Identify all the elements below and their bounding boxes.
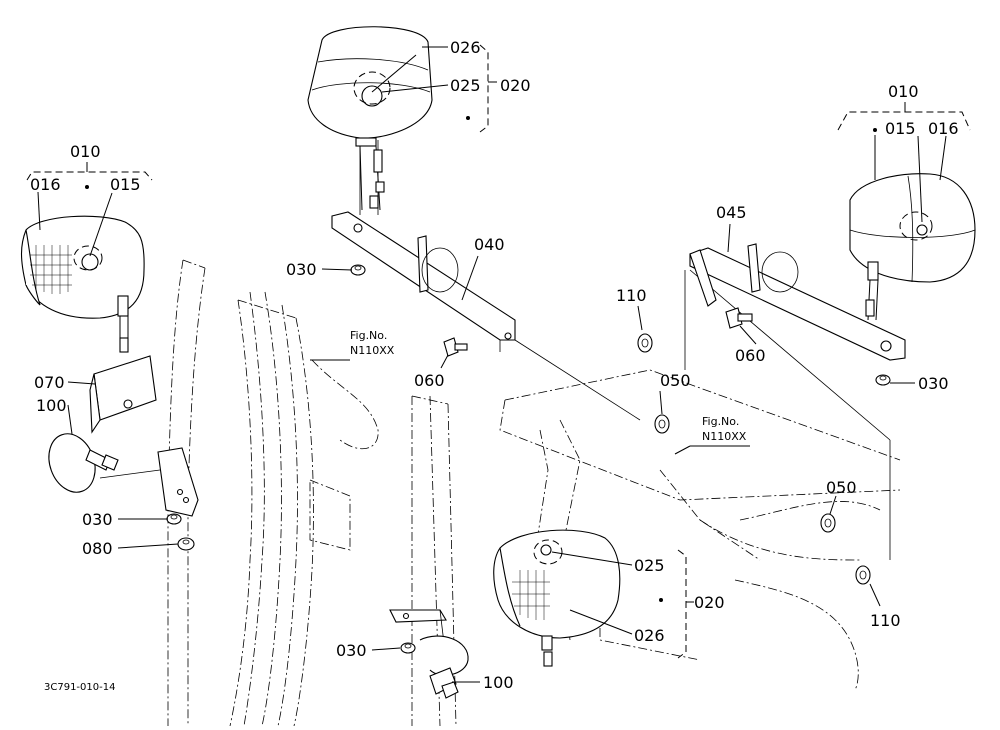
figure-references: Fig.No. N110XX Fig.No. N110XX <box>350 329 747 443</box>
label-030-left: 030 <box>82 510 113 529</box>
bracket-070 <box>89 355 157 434</box>
label-040: 040 <box>474 235 505 254</box>
washer-080 <box>177 537 195 551</box>
part-labels: 010 016 015 070 100 030 080 026 025 020 … <box>30 38 959 692</box>
band-100-bottom <box>419 635 469 699</box>
worklight-right <box>849 173 976 321</box>
label-050-top: 050 <box>660 371 691 390</box>
label-100-left: 100 <box>36 396 67 415</box>
worklight-bottom <box>493 529 621 667</box>
label-010-right: 010 <box>888 82 919 101</box>
lens-grid-bottom <box>512 570 550 620</box>
label-110-right: 110 <box>870 611 901 630</box>
worklight-left <box>20 215 145 353</box>
drawing-code: 3C791-010-14 <box>44 682 115 693</box>
fig-ref-left-line2: N110XX <box>350 344 395 357</box>
reference-dots <box>85 116 877 602</box>
label-070: 070 <box>34 373 65 392</box>
fig-ref-left-line1: Fig.No. <box>350 329 387 342</box>
cab-frame-outline <box>167 259 901 727</box>
label-060-right: 060 <box>735 346 766 365</box>
bolt-060-right <box>725 307 753 329</box>
label-026-top: 026 <box>450 38 481 57</box>
nut-110-top <box>637 333 653 353</box>
worklight-top <box>307 26 433 211</box>
group-brackets <box>26 44 971 659</box>
label-030-top: 030 <box>286 260 317 279</box>
fig-ref-right-line2: N110XX <box>702 430 747 443</box>
label-100-bottom: 100 <box>483 673 514 692</box>
nut-030-bottom <box>400 642 416 654</box>
bolt-060-mid <box>443 337 468 357</box>
lens-grid-left <box>30 245 72 294</box>
bracket-045 <box>689 243 906 361</box>
label-016-left: 016 <box>30 175 61 194</box>
label-025-bottom: 025 <box>634 556 665 575</box>
band-100-left <box>48 433 119 493</box>
nut-030-left <box>166 513 182 525</box>
nut-050-top <box>654 414 670 434</box>
label-030-bottom: 030 <box>336 641 367 660</box>
nut-030-right <box>875 374 891 386</box>
label-015-left: 015 <box>110 175 141 194</box>
mount-plate-left <box>157 447 199 517</box>
label-025-top: 025 <box>450 76 481 95</box>
label-020-bottom: 020 <box>694 593 725 612</box>
label-080: 080 <box>82 539 113 558</box>
label-010-left: 010 <box>70 142 101 161</box>
nut-050-right <box>820 513 836 533</box>
label-050-right: 050 <box>826 478 857 497</box>
label-020-top: 020 <box>500 76 531 95</box>
label-016-right: 016 <box>928 119 959 138</box>
nut-030-top <box>350 264 366 276</box>
nut-110-right <box>855 565 871 585</box>
label-110-top: 110 <box>616 286 647 305</box>
fig-ref-right-line1: Fig.No. <box>702 415 739 428</box>
label-015-right: 015 <box>885 119 916 138</box>
leader-lines <box>37 46 947 683</box>
bracket-040 <box>331 211 516 352</box>
assembly-lines <box>99 140 891 560</box>
label-060-mid: 060 <box>414 371 445 390</box>
label-030-right: 030 <box>918 374 949 393</box>
label-026-bottom: 026 <box>634 626 665 645</box>
label-045: 045 <box>716 203 747 222</box>
